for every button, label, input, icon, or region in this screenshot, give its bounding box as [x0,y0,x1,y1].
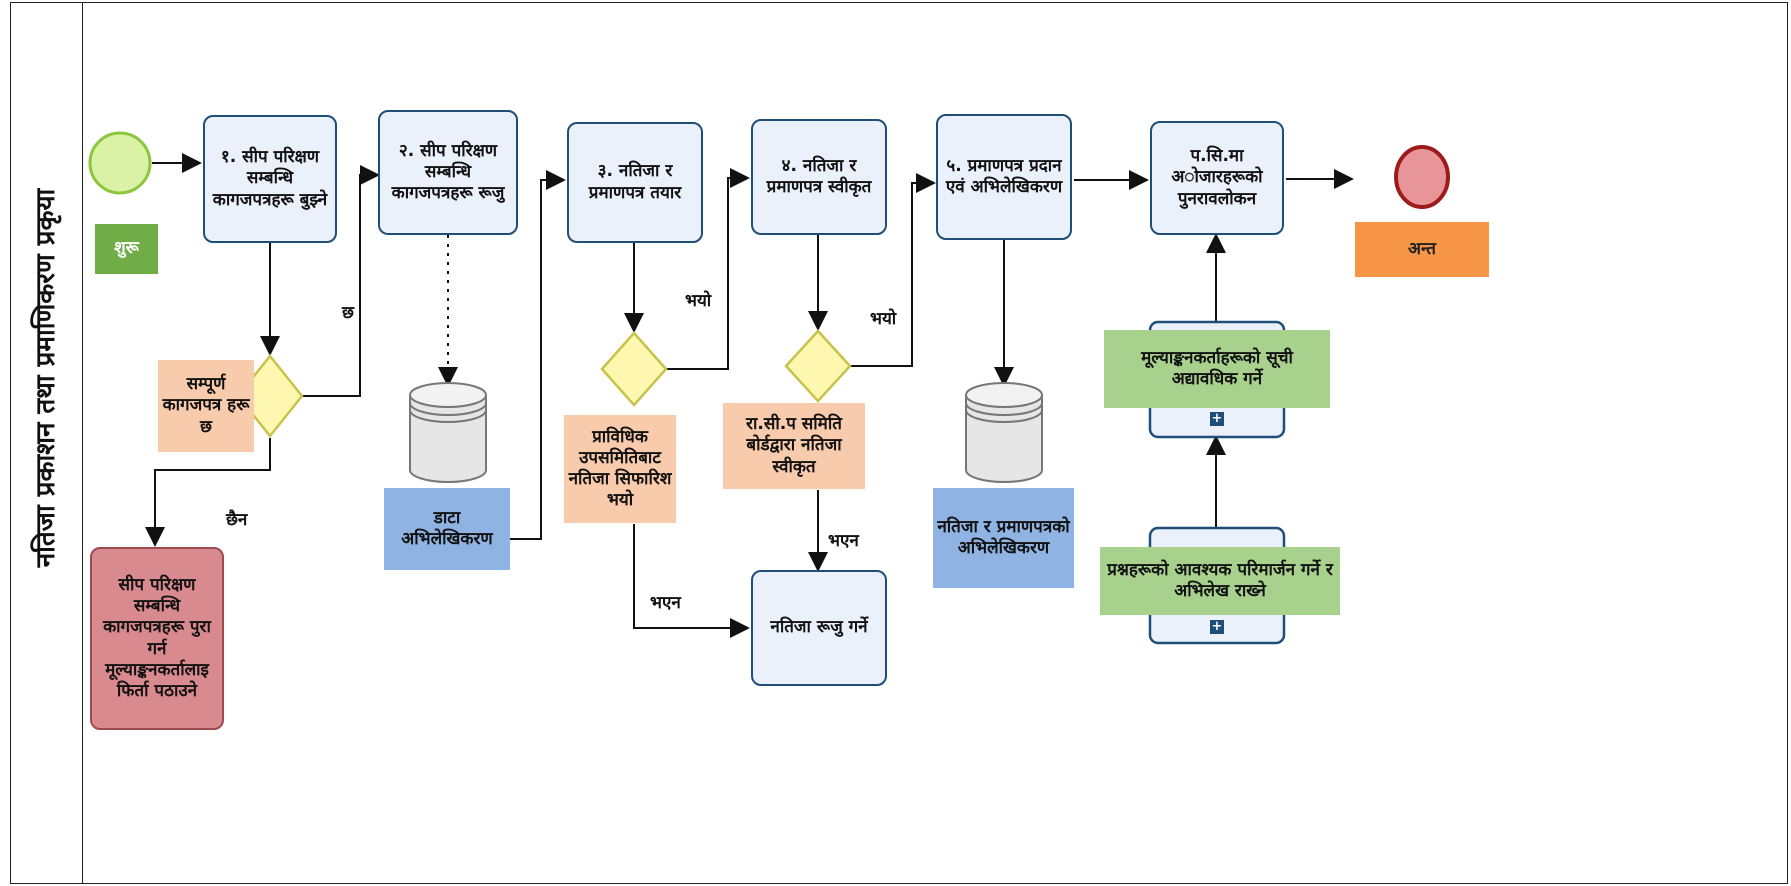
datastore-2-label: नतिजा र प्रमाणपत्रको अभिलेखिकरण [933,488,1074,588]
edge-label-no-2: भएन [650,593,681,613]
gateway-2-label: प्राविधिक उपसमितिबाट नतिजा सिफारिश भयो [564,415,676,523]
subprocess-update-list: मूल्याङ्कनकर्ताहरूको सूची अद्यावधिक गर्न… [1104,330,1330,408]
end-event [1394,145,1450,209]
start-label: शुरू [95,224,158,274]
datastore-1-label: डाटा अभिलेखिकरण [384,488,510,570]
task-6: प.सि.मा अोजारहरूको पुनरावलोकन [1150,121,1284,235]
datastore-2-icon [965,382,1043,483]
edge-label-no-1: छैन [226,510,248,530]
edge-label-no-3: भएन [828,531,859,551]
edge-label-yes-2: भयो [685,291,712,311]
gateway-3 [784,329,852,403]
task-3: ३. नतिजा र प्रमाणपत्र तयार [567,122,703,243]
return-documents-task: सीप परिक्षण सम्बन्धि कागजपत्रहरू पुरा गर… [90,547,224,730]
gateway-3-label: रा.सी.प समिति बोर्डद्वारा नतिजा स्वीकृत [723,403,865,489]
subprocess-1-plus-icon: + [1210,411,1224,426]
verify-result-task: नतिजा रूजु गर्ने [751,570,887,686]
start-event [88,131,152,195]
gateway-2 [600,331,668,407]
lane-divider [82,2,83,884]
subprocess-revise-questions: प्रश्नहरूको आवश्यक परिमार्जन गर्ने र अभि… [1100,547,1340,615]
diagram-frame [10,2,1788,884]
edge-label-yes-1: छ [342,303,354,323]
subprocess-2-plus-icon: + [1210,619,1224,634]
gateway-1-label: सम्पूर्ण कागजपत्र हरू छ [158,360,254,452]
task-1: १. सीप परिक्षण सम्बन्धि कागजपत्रहरू बुझ्… [203,115,337,243]
end-label: अन्त [1355,222,1489,277]
task-4: ४. नतिजा र प्रमाणपत्र स्वीकृत [751,119,887,235]
task-5: ५. प्रमाणपत्र प्रदान एवं अभिलेखिकरण [936,114,1072,240]
task-2: २. सीप परिक्षण सम्बन्धि कागजपत्रहरू रूजु [378,110,518,235]
edge-label-yes-3: भयो [870,309,897,329]
datastore-1-icon [409,382,487,483]
